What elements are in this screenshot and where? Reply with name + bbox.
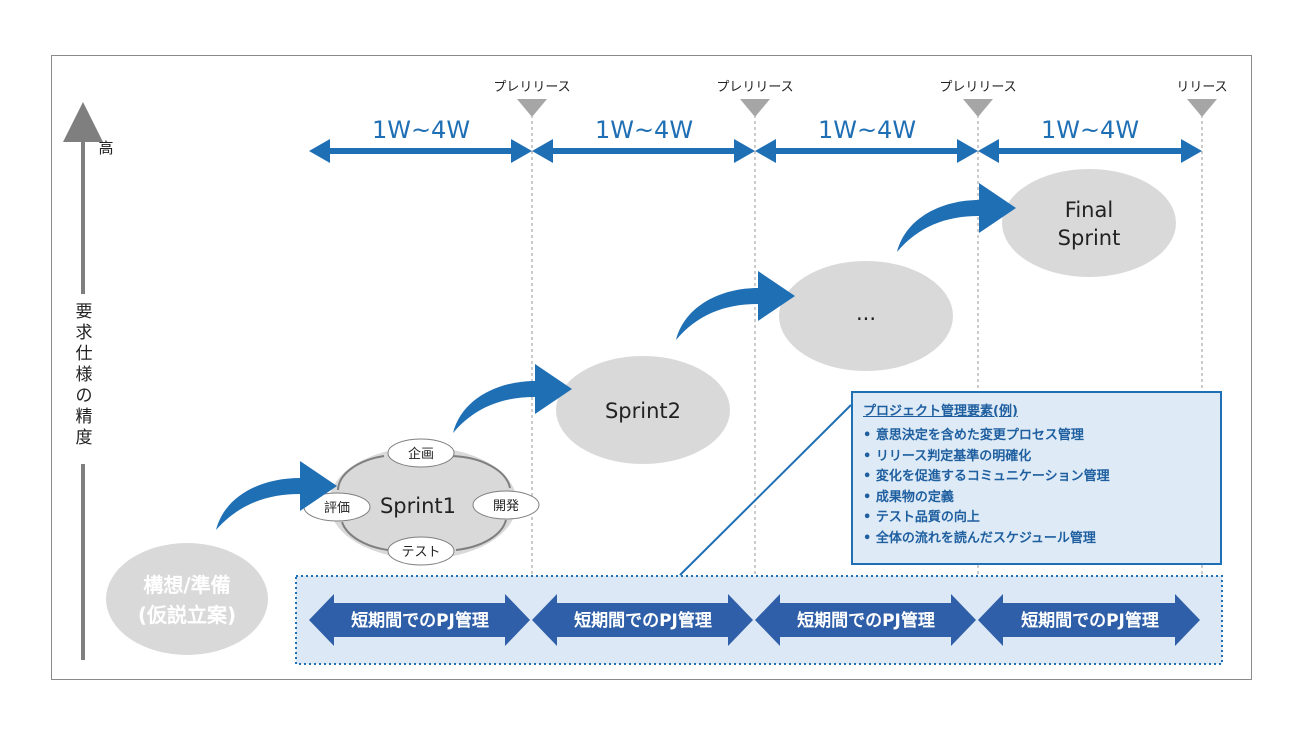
pm-arrows [309,594,1200,646]
axis-label-char: 様 [76,365,93,385]
duration-arrow [755,139,978,163]
pm-arrow [978,594,1200,646]
pm-arrow [755,594,976,646]
final-sprint-bubble [1002,169,1176,277]
duration-arrow [978,139,1202,163]
cycle-arrow [337,455,385,491]
axis-label-char: 仕 [76,344,93,364]
pm-arrow [532,594,753,646]
milestone-triangle [963,99,993,117]
pm-arrow-label: 短期間でのPJ管理 [797,610,935,631]
axis-label-char: 求 [76,323,93,343]
axis-label-bg [70,294,98,464]
milestone-label: リリース [1176,80,1227,95]
panel-item: 全体の流れを読んだスケジュール管理 [863,529,1210,550]
panel-item: 変化を促進するコミュニケーション管理 [863,467,1210,488]
cycle-label-eval: 評価 [324,501,350,516]
pm-arrow-label: 短期間でのPJ管理 [574,610,712,631]
pm-arrow-label: 短期間でのPJ管理 [1021,610,1159,631]
cycle-arrow [449,455,511,489]
progress-arrows [216,183,1016,530]
panel-list: 意思決定を含めた変更プロセス管理 リリース判定基準の明確化 変化を促進するコミュ… [863,426,1210,549]
sprint1-bubble [329,447,517,559]
stage-start-line2: (仮説立案) [138,603,236,627]
cycle-node-dev [472,490,540,520]
cycle-arrow [341,521,389,551]
stage-start-line1: 構想/準備 [143,573,230,597]
progress-arrow [216,461,337,530]
panel-connector [679,404,852,576]
duration-arrow [532,139,755,163]
axis-label-char: 度 [76,428,93,448]
axis-label-char: 要 [76,302,93,322]
sprint2-bubble [556,356,730,464]
panel-item: 成果物の定義 [863,488,1210,509]
progress-arrow [676,271,795,340]
milestone-label: プレリリース [493,80,570,95]
duration-label: 1W~4W [1041,116,1139,144]
diagram-frame [51,55,1252,680]
stage-start-bubble [106,543,268,655]
milestone-markers [517,99,1217,117]
panel-item: 意思決定を含めた変更プロセス管理 [863,426,1210,447]
cycle-label-dev: 開発 [493,499,519,514]
axis-label-char: の [76,386,93,406]
pm-arrow-label: 短期間でのPJ管理 [351,610,489,631]
panel-item: テスト品質の向上 [863,508,1210,529]
duration-arrow [309,139,532,163]
milestone-triangle [517,99,547,117]
final-sprint-line1: Final [1065,198,1113,222]
final-sprint-line2: Sprint [1058,226,1121,250]
pm-arrow [309,594,530,646]
sprint2-label: Sprint2 [605,399,681,423]
milestone-triangle [1187,99,1217,117]
cycle-node-test [387,536,455,566]
axis-label-char: 精 [76,407,93,427]
cycle-label-test: テスト [401,545,440,560]
milestone-triangle [740,99,770,117]
progress-arrow [897,183,1016,252]
panel-title: プロジェクト管理要素(例) [863,404,1018,419]
milestone-label: プレリリース [939,80,1016,95]
duration-arrows [309,139,1202,163]
milestone-label: プレリリース [716,80,793,95]
sprint1-label: Sprint1 [380,494,456,518]
sprint-n-label: ... [856,301,876,325]
pm-elements-panel: プロジェクト管理要素(例) 意思決定を含めた変更プロセス管理 リリース判定基準の… [851,391,1222,565]
cycle-node-plan [387,438,455,468]
duration-label: 1W~4W [372,116,470,144]
progress-arrow [453,364,572,433]
axis-high-label: 高 [98,139,113,157]
cycle-label-plan: 企画 [408,446,434,462]
duration-label: 1W~4W [818,116,916,144]
sprint-n-bubble [779,261,953,371]
cycle-arrow [455,519,507,551]
axis-label: 要求仕様の精度 [76,302,93,448]
duration-label: 1W~4W [595,116,693,144]
panel-item: リリース判定基準の明確化 [863,447,1210,468]
